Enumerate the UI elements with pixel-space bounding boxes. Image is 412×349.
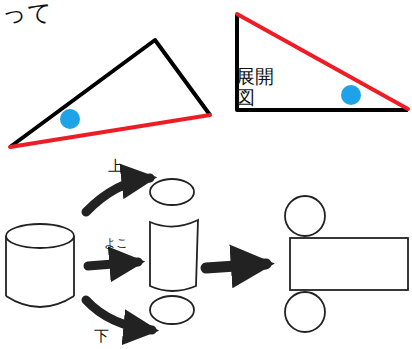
cylinder-net (285, 196, 408, 332)
direction-label: よこ (104, 237, 128, 250)
cylinder-parts (150, 179, 198, 324)
cylinder (6, 224, 74, 307)
net-label: 展開図 (236, 66, 276, 108)
sketch-arrows (86, 178, 266, 330)
triangle (10, 40, 210, 147)
heading-fragment: って (2, 0, 52, 26)
direction-label: 上 (108, 158, 123, 175)
direction-label: 下 (94, 328, 109, 345)
right-triangle (237, 14, 408, 110)
